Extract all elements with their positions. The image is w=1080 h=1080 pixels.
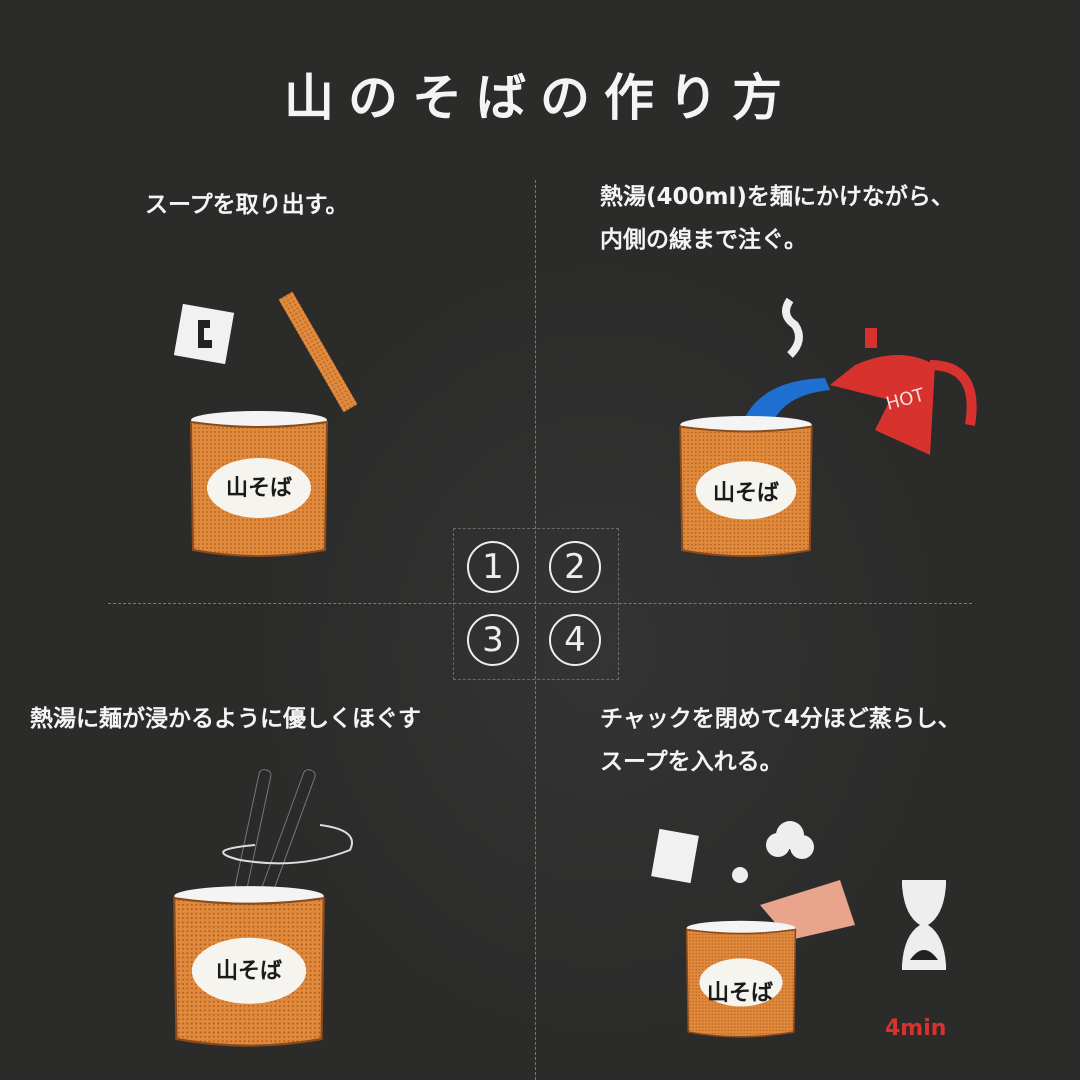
step-1-illustration: 山そば: [173, 291, 358, 558]
can-label: 山そば: [713, 481, 779, 506]
step-4-illustration: 山そば 4min: [651, 821, 946, 1041]
can-label: 山そば: [707, 981, 773, 1006]
soup-packet-icon: [173, 303, 235, 365]
step-2-text: 熱湯(400ml)を麺にかけながら、内側の線まで注ぐ。: [600, 184, 954, 253]
steam-icon: [782, 297, 803, 358]
noodle-can-icon: [685, 920, 797, 1038]
hourglass-icon: [902, 880, 946, 970]
can-label: 山そば: [226, 476, 292, 501]
page-title: 山のそばの作り方: [284, 69, 796, 127]
steam-cloud-icon: [732, 821, 814, 883]
chopsticks-icon: [233, 769, 316, 898]
step-3-text: 熱湯に麺が浸かるように優しくほぐす: [30, 706, 421, 732]
step-1-text: スープを取り出す。: [145, 192, 349, 218]
step-3-illustration: 山そば: [173, 769, 353, 1047]
step-number-2: 2: [549, 541, 601, 593]
can-label: 山そば: [216, 959, 282, 984]
divider-horizontal: [108, 603, 972, 604]
kettle-icon: HOT: [830, 328, 977, 455]
step-number-box: [453, 528, 619, 680]
stir-arrow-icon: [222, 824, 353, 865]
soup-packet-icon: [651, 828, 699, 884]
step-number-1: 1: [467, 541, 519, 593]
step-4-text: チャックを閉めて4分ほど蒸らし、スープを入れる。: [600, 706, 961, 775]
divider-vertical: [535, 180, 536, 1080]
step-number-4: 4: [549, 614, 601, 666]
can-lid-icon: [278, 291, 358, 413]
step-2-illustration: HOT 山そば: [679, 297, 977, 558]
step-number-3: 3: [467, 614, 519, 666]
timer-label: 4min: [885, 1016, 946, 1041]
